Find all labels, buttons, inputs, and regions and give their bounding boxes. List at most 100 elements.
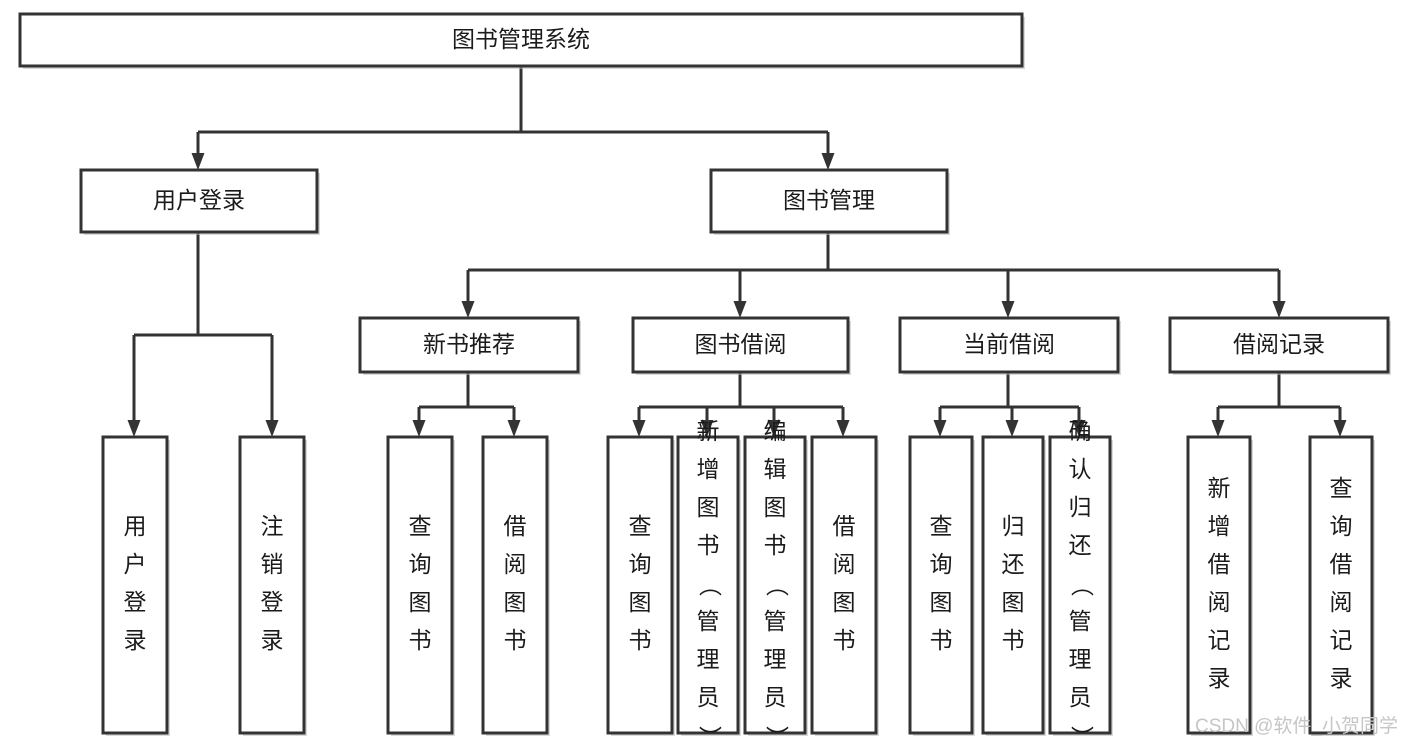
node-root-图书管理系统[interactable]: 图书管理系统: [18, 12, 1025, 69]
svg-text:图: 图: [409, 589, 432, 615]
svg-text:阅: 阅: [833, 551, 856, 577]
svg-text:员: 员: [1069, 684, 1092, 710]
svg-text:（: （: [697, 574, 723, 597]
svg-text:图: 图: [930, 589, 953, 615]
svg-text:图: 图: [504, 589, 527, 615]
svg-text:查: 查: [1330, 475, 1353, 501]
svg-text:增: 增: [1208, 513, 1231, 539]
connector-arrowhead: [1072, 420, 1086, 437]
node-level3-borrow-record[interactable]: 借阅记录: [1168, 316, 1391, 375]
svg-text:新: 新: [1208, 475, 1231, 501]
connector-layer: [127, 66, 1347, 437]
connector-arrowhead: [1005, 420, 1019, 437]
node-label: 图书管理: [783, 187, 875, 213]
svg-text:借: 借: [504, 513, 527, 539]
connector-arrowhead: [191, 153, 205, 170]
node-level3-current-borrow[interactable]: 当前借阅: [898, 316, 1121, 375]
svg-text:理: 理: [764, 646, 787, 672]
node-label: 图书借阅: [695, 331, 787, 357]
svg-text:确: 确: [1069, 418, 1092, 444]
svg-text:员: 员: [764, 684, 787, 710]
svg-text:登: 登: [261, 589, 284, 615]
svg-text:）: ）: [764, 726, 790, 747]
svg-text:归: 归: [1069, 494, 1092, 520]
svg-text:录: 录: [1208, 665, 1231, 691]
svg-text:阅: 阅: [1208, 589, 1231, 615]
svg-text:理: 理: [697, 646, 720, 672]
connector-arrowhead: [836, 420, 850, 437]
node-leaf-leaf-user-login[interactable]: 用户登录: [101, 435, 170, 736]
svg-text:新: 新: [697, 418, 720, 444]
svg-text:借: 借: [1330, 551, 1353, 577]
svg-text:询: 询: [1330, 513, 1353, 539]
svg-text:（: （: [1069, 574, 1095, 597]
node-level2-user-login[interactable]: 用户登录: [79, 168, 320, 235]
connector-arrowhead: [632, 420, 646, 437]
svg-text:录: 录: [261, 627, 284, 653]
node-label: 新书推荐: [423, 331, 515, 357]
svg-text:增: 增: [697, 456, 720, 482]
connector-arrowhead: [933, 420, 947, 437]
svg-text:（: （: [764, 574, 790, 597]
svg-text:图: 图: [1002, 589, 1025, 615]
svg-text:图: 图: [833, 589, 856, 615]
node-label: 当前借阅: [963, 331, 1055, 357]
svg-text:书: 书: [833, 627, 856, 653]
svg-text:管: 管: [764, 608, 787, 634]
svg-text:书: 书: [629, 627, 652, 653]
svg-text:查: 查: [930, 513, 953, 539]
svg-text:查: 查: [409, 513, 432, 539]
connector-arrowhead: [733, 301, 747, 318]
node-level2-book-management[interactable]: 图书管理: [709, 168, 950, 235]
node-level3-new-book-recommend[interactable]: 新书推荐: [358, 316, 581, 375]
svg-text:书: 书: [697, 532, 720, 558]
svg-text:注: 注: [261, 513, 284, 539]
connector-arrowhead: [412, 420, 426, 437]
svg-text:归: 归: [1002, 513, 1025, 539]
svg-text:借: 借: [1208, 551, 1231, 577]
svg-text:书: 书: [764, 532, 787, 558]
svg-text:阅: 阅: [504, 551, 527, 577]
connector-arrowhead: [127, 420, 141, 437]
node-label: 用户登录: [153, 187, 245, 213]
connector-arrowhead: [821, 153, 835, 170]
svg-text:认: 认: [1069, 456, 1092, 482]
node-level3-book-borrow[interactable]: 图书借阅: [631, 316, 851, 375]
svg-text:借: 借: [833, 513, 856, 539]
svg-text:还: 还: [1002, 551, 1025, 577]
svg-text:书: 书: [1002, 627, 1025, 653]
connector-arrowhead: [1001, 301, 1015, 318]
svg-text:书: 书: [409, 627, 432, 653]
svg-text:还: 还: [1069, 532, 1092, 558]
connector-arrowhead: [461, 301, 475, 318]
svg-text:书: 书: [504, 627, 527, 653]
svg-text:管: 管: [1069, 608, 1092, 634]
svg-text:阅: 阅: [1330, 589, 1353, 615]
node-label: 图书管理系统: [452, 26, 590, 52]
svg-text:登: 登: [124, 589, 147, 615]
connector-arrowhead: [507, 420, 521, 437]
node-label: 借阅记录: [1233, 331, 1325, 357]
csdn-watermark: CSDN @软件_小贺同学: [1195, 715, 1398, 737]
svg-text:用: 用: [124, 513, 147, 539]
